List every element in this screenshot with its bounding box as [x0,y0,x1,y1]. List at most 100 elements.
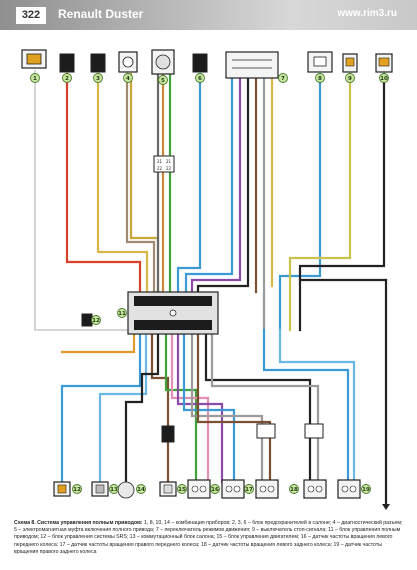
wires-top [34,70,388,506]
svg-text:2: 2 [65,76,69,82]
badge-1: 1 [30,73,40,83]
svg-text:22: 22 [157,166,163,171]
badge-12: 12 [72,484,82,494]
svg-text:22: 22 [166,166,172,171]
wire-b-blue-left [60,333,142,484]
svg-text:5: 5 [161,78,165,84]
top-badges: 1 2 3 4 5 6 7 8 9 10 [30,73,389,85]
svg-text:9: 9 [348,76,352,82]
badge-2: 2 [62,73,72,83]
page-header: 322 Renault Duster www.rim3.ru [0,0,417,30]
figure-caption: Схема 8. Система управления полным приво… [14,520,404,556]
wire-b-green [164,333,198,484]
site-url: www.rim3.ru [337,8,397,19]
component-2-box [59,53,75,73]
caption-body: 1, 8, 10, 14 – комбинация приборов; 2, 3… [14,520,403,555]
svg-text:12: 12 [92,318,100,324]
svg-text:21: 21 [157,159,163,164]
svg-text:13: 13 [110,487,118,493]
svg-text:16: 16 [211,487,219,493]
wire-b-lblue3 [182,333,236,484]
badge-12-small: 12 [91,315,101,325]
unit-11-pins-top [134,296,212,306]
component-7-box [225,51,279,79]
wire-3 [96,72,149,294]
wire-1 [34,70,131,331]
connector-21-22 [153,155,175,173]
badge-16: 16 [210,484,220,494]
wire-b-pink [170,333,210,484]
svg-text:18: 18 [290,487,298,493]
wire-b-black [124,333,160,484]
svg-text:15: 15 [178,487,186,493]
badge-18: 18 [289,484,299,494]
badge-7: 7 [278,73,288,83]
caption-title: Схема 8. Система управления полным приво… [14,520,143,526]
badge-17: 17 [244,484,254,494]
svg-text:17: 17 [245,487,253,493]
wire-b-gray [190,333,264,484]
center-unit-11: 11 [117,291,219,335]
badge-8: 8 [315,73,325,83]
bottom-badges: 12 13 14 15 16 17 18 19 12 [72,315,371,494]
page-number: 322 [16,7,46,24]
badge-10: 10 [379,73,389,83]
badge-5: 5 [158,75,168,85]
svg-text:12: 12 [73,487,81,493]
unit-11-pins-bottom [134,320,212,330]
wire-b-blue2 [98,333,148,484]
component-6-box [192,53,208,73]
unit-11-bolt [169,309,177,317]
component-right-box [337,479,361,499]
wire-10 [298,72,386,332]
wire-b-violet [176,333,224,484]
wires-bottom [60,328,356,484]
svg-text:10: 10 [380,76,388,82]
badge-9: 9 [345,73,355,83]
component-14-box [117,481,135,499]
wire-6 [176,72,202,294]
svg-text:6: 6 [198,76,202,82]
component-5-icon [155,54,171,70]
component-18-box [255,479,279,499]
wire-9 [288,72,352,332]
badge-4: 4 [123,73,133,83]
wire-2 [65,72,142,294]
badge-3: 3 [93,73,103,83]
svg-text:7: 7 [281,76,285,82]
component-17-box [221,479,245,499]
svg-text:3: 3 [96,76,100,82]
svg-text:19: 19 [362,487,370,493]
bottom-inline-connectors [161,423,324,443]
connector-left-small [81,313,93,327]
badge-14: 14 [136,484,146,494]
wire-b-lblue-r2 [278,328,356,484]
wire-7b [190,76,242,294]
svg-text:14: 14 [137,487,145,493]
ground-arrow [382,504,390,510]
badge-6: 6 [195,73,205,83]
badge-19: 19 [361,484,371,494]
wire-b-brown2 [196,333,272,484]
wire-7a [184,76,234,294]
component-1-icon [26,53,42,65]
svg-text:11: 11 [118,311,126,317]
svg-text:1: 1 [33,76,37,82]
book-title: Renault Duster [58,7,144,21]
component-4-icon [122,56,134,68]
badge-13: 13 [109,484,119,494]
component-19-box [303,479,327,499]
wire-b-blue-right [262,328,350,484]
badge-15: 15 [177,484,187,494]
wire-4 [125,72,156,294]
wire-7c [196,76,250,294]
svg-text:8: 8 [318,76,322,82]
top-components [21,49,393,79]
svg-text:21: 21 [166,159,172,164]
wire-b-orange [60,333,136,354]
badge-11: 11 [117,308,127,318]
svg-text:4: 4 [126,76,130,82]
component-3-box [90,53,106,73]
